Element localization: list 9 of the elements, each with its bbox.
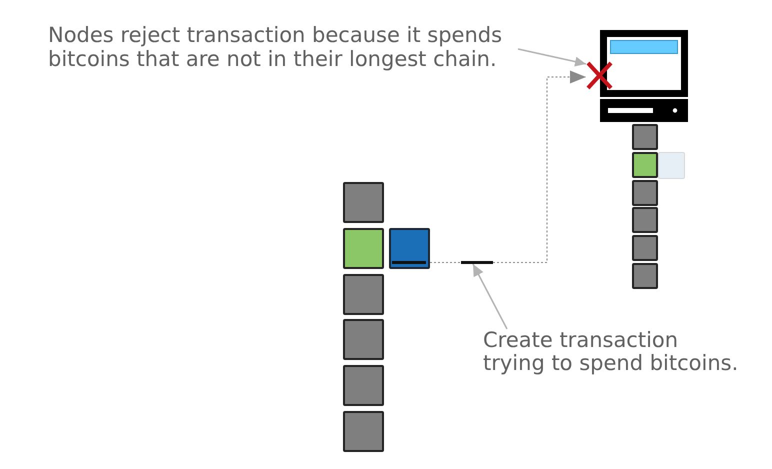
annotation-text: Create transaction trying to spend bitcoins. bbox=[483, 329, 745, 375]
arrow bbox=[518, 48, 586, 67]
computer-cross-icon bbox=[586, 30, 688, 122]
annotation-text: Nodes reject transaction because it spends bitcoins that are not in their longest chain. bbox=[48, 23, 518, 71]
short-bar bbox=[461, 261, 493, 264]
block-with-bar bbox=[389, 228, 430, 269]
dotted-arrow bbox=[492, 70, 586, 263]
arrow bbox=[472, 264, 508, 330]
dotted-connector-line bbox=[430, 262, 462, 263]
